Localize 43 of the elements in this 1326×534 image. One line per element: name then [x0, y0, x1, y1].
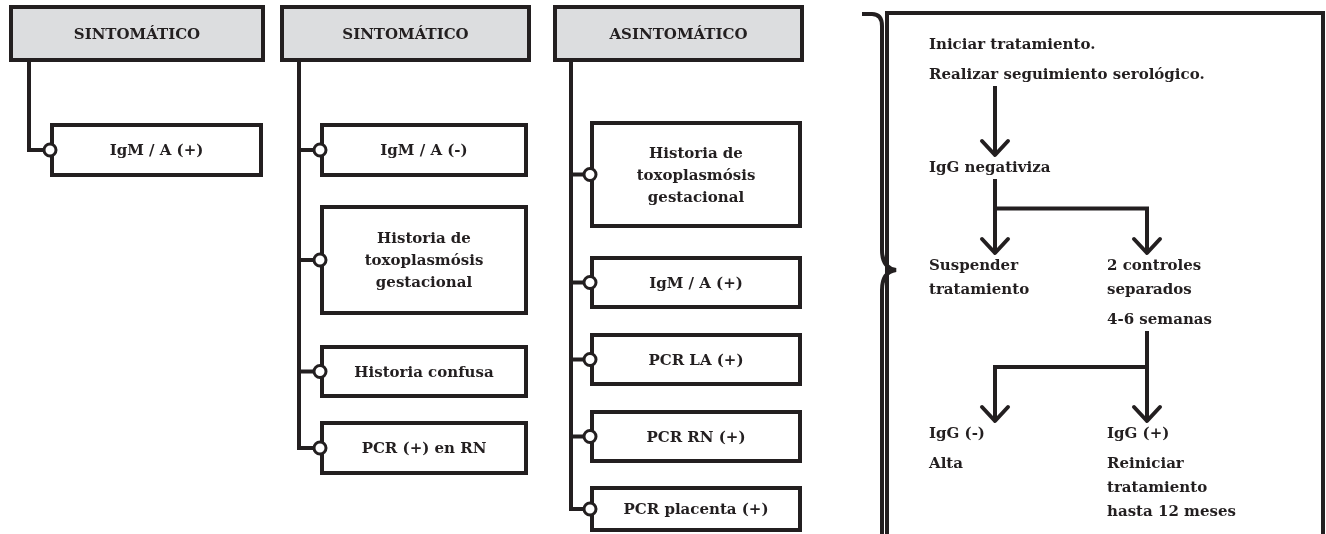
header-box: [9, 5, 265, 62]
process-box: [590, 256, 802, 309]
arrow: [980, 86, 1010, 157]
flow-text: Realizar seguimiento serológico.: [929, 64, 1206, 85]
box-label: IgM / A (-): [380, 140, 468, 161]
flow-text: IgG negativiza: [929, 157, 1052, 178]
box-label: PCR LA (+): [648, 349, 744, 371]
box-label: PCR placenta (+): [623, 499, 769, 520]
connector-line: [297, 62, 328, 456]
flow-text: IgG (+): [1107, 423, 1171, 444]
header-label: ASINTOMÁTICO: [609, 23, 748, 45]
process-box: [590, 486, 802, 532]
process-box: [320, 123, 528, 177]
flow-text: 4-6 semanas: [1107, 309, 1213, 330]
box-label: Historia de toxoplasmósis gestacional: [635, 142, 757, 208]
connector-line: [27, 62, 58, 158]
process-box: [590, 121, 802, 228]
process-box: [50, 123, 263, 177]
flow-text: IgG (-): [929, 423, 986, 444]
flow-text: Alta: [929, 453, 964, 474]
header-box: [553, 5, 804, 62]
flow-text: 2 controles separados: [1107, 255, 1203, 300]
box-label: Historia de toxoplasmósis gestacional: [363, 228, 485, 293]
flow-text: Suspender tratamiento: [929, 255, 1031, 300]
process-box: [320, 345, 528, 398]
header-box: [280, 5, 531, 62]
box-label: PCR (+) en RN: [361, 438, 487, 459]
flow-text: Iniciar tratamiento.: [929, 34, 1097, 55]
header-label: SINTOMÁTICO: [342, 23, 469, 45]
flow-text: Reiniciar tratamiento hasta 12 meses: [1107, 453, 1237, 522]
arrow: [1132, 331, 1162, 423]
arrow: [993, 179, 1162, 255]
box-label: Historia confusa: [354, 361, 494, 383]
box-label: PCR RN (+): [646, 426, 746, 448]
panel-frame: [885, 11, 1325, 534]
process-box: [320, 421, 528, 475]
box-label: IgM / A (+): [649, 272, 743, 294]
box-label: IgM / A (+): [109, 140, 204, 161]
process-box: [590, 333, 802, 386]
process-box: [320, 205, 528, 315]
connector-line: [569, 62, 598, 517]
process-box: [590, 410, 802, 463]
header-label: SINTOMÁTICO: [73, 23, 201, 45]
